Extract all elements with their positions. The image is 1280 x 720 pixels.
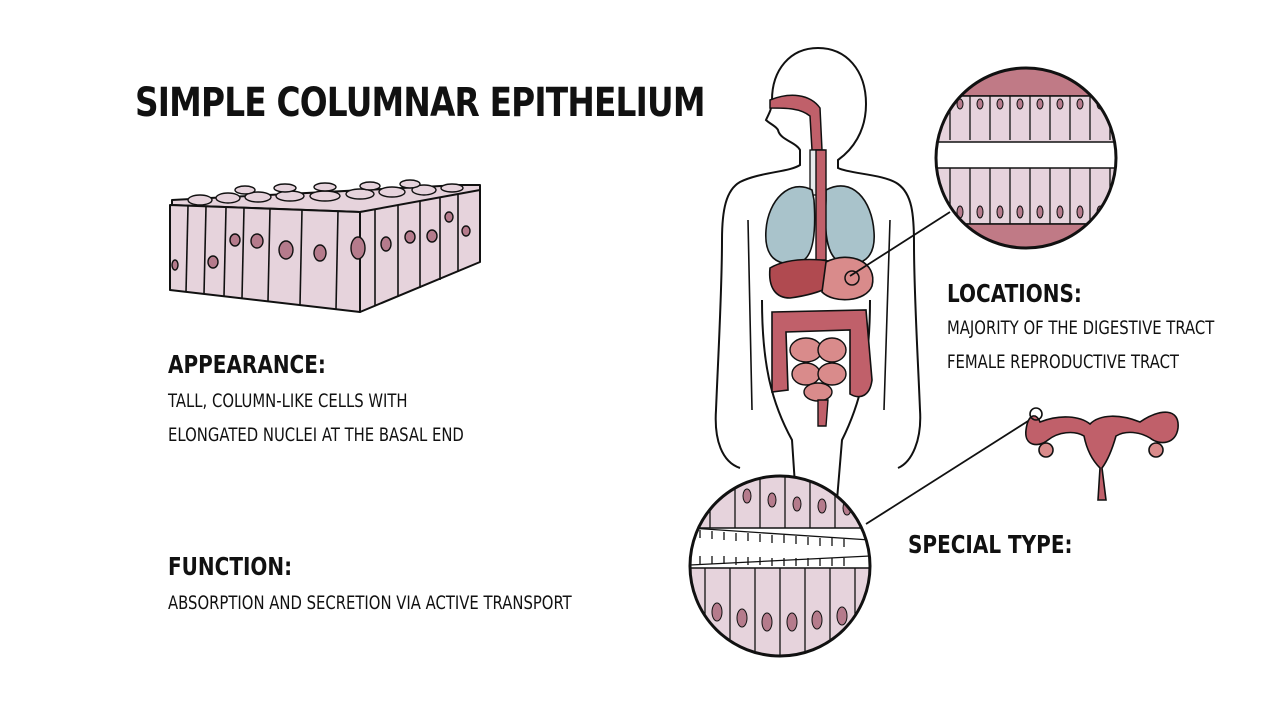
page-title: SIMPLE COLUMNAR EPITHELIUM — [135, 80, 705, 126]
tissue-block-illustration — [169, 179, 481, 313]
human-body-icon — [714, 47, 922, 561]
magnified-circle-icon — [844, 66, 1118, 286]
function-heading: FUNCTION: — [168, 552, 293, 581]
appearance-heading: APPEARANCE: — [168, 350, 326, 379]
appearance-line-2: ELONGATED NUCLEI AT THE BASAL END — [168, 424, 464, 446]
locations-line-1: MAJORITY OF THE DIGESTIVE TRACT — [947, 317, 1215, 339]
appearance-line-1: TALL, COLUMN-LIKE CELLS WITH — [168, 390, 408, 412]
locations-heading: LOCATIONS: — [947, 279, 1082, 308]
function-line-1: ABSORPTION AND SECRETION VIA ACTIVE TRAN… — [168, 592, 572, 614]
uterus-icon — [1025, 407, 1179, 501]
locations-line-2: FEMALE REPRODUCTIVE TRACT — [947, 351, 1179, 373]
special-type-heading: SPECIAL TYPE: — [908, 530, 1073, 559]
magnified-circle-icon — [688, 415, 1037, 658]
